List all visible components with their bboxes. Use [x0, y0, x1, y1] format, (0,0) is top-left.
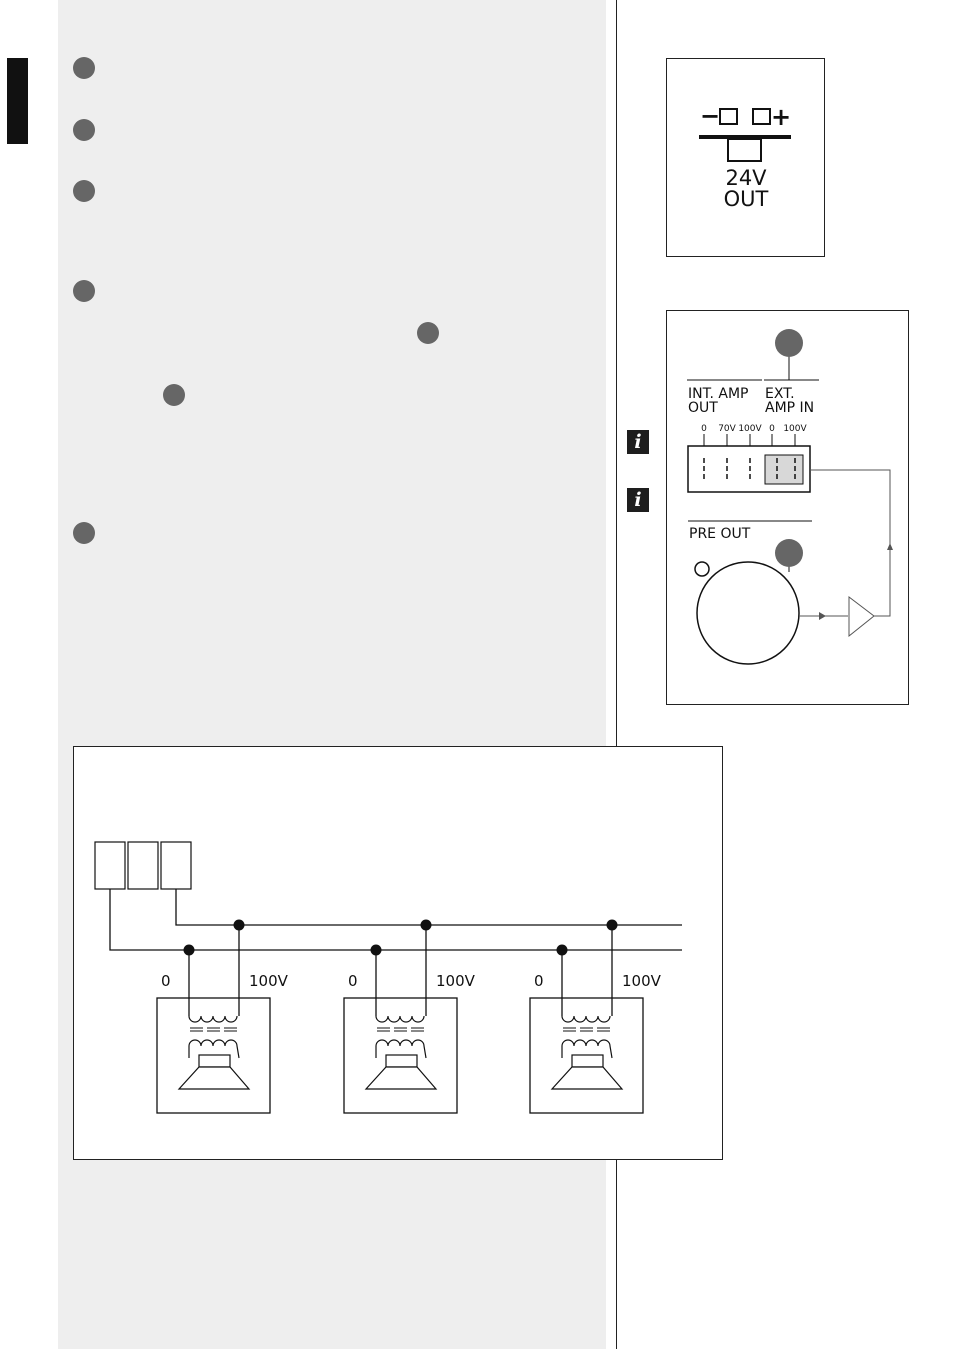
info-icon: i: [627, 430, 649, 454]
transformer-secondary-coil: [188, 1039, 240, 1059]
transformer-secondary-coil: [561, 1039, 613, 1059]
speaker-label-100v: 100V: [436, 972, 476, 990]
junction-dot: [370, 944, 382, 956]
language-tab-marker: [7, 58, 28, 144]
step-bullet: [73, 280, 95, 302]
int-amp-label: INT. AMP: [688, 386, 749, 402]
output-terminal: [94, 841, 126, 890]
junction-dot: [183, 944, 195, 956]
plus-sign: +: [771, 103, 791, 131]
transformer-primary-coil: [375, 1015, 425, 1023]
junction-dot: [233, 919, 245, 931]
terminal-label-0: 0: [701, 424, 707, 434]
speaker-magnet: [571, 1054, 604, 1068]
step-bullet: [73, 180, 95, 202]
output-terminal: [160, 841, 192, 890]
speaker-label-100v: 100V: [622, 972, 662, 990]
minus-sign: −: [700, 102, 720, 130]
inline-reference-bullet: [163, 384, 185, 406]
step-bullet: [73, 57, 95, 79]
speaker-label-0: 0: [534, 972, 544, 990]
speaker-label-0: 0: [348, 972, 358, 990]
terminal-label-ext-100v: 100V: [783, 424, 807, 434]
ext-amp-in-label: AMP IN: [765, 400, 814, 416]
terminal-connector: [727, 138, 762, 162]
speaker-cone: [550, 1066, 624, 1090]
output-terminal: [127, 841, 159, 890]
terminal-label-ext-0: 0: [769, 424, 775, 434]
amplifier-triangle: [848, 595, 875, 638]
negative-terminal: [719, 108, 738, 125]
ext-amp-in-highlight: [764, 454, 804, 485]
terminal-bar: [699, 135, 791, 139]
junction-dot: [556, 944, 568, 956]
column-divider: [616, 0, 617, 1349]
speaker-label-100v: 100V: [249, 972, 289, 990]
transformer-primary-coil: [561, 1015, 611, 1023]
inline-reference-bullet: [417, 322, 439, 344]
terminal-24v-out-figure: − + 24V OUT: [666, 58, 825, 257]
step-bullet: [73, 119, 95, 141]
int-amp-out-label: OUT: [688, 400, 718, 416]
speaker-cone: [364, 1066, 438, 1090]
speaker-magnet: [198, 1054, 231, 1068]
callout-bullet: [775, 539, 803, 567]
terminal-label-100v: 100V: [738, 424, 762, 434]
pre-out-jack: [696, 561, 800, 665]
transformer-primary-coil: [188, 1015, 238, 1023]
terminal-label-70v: 70V: [718, 424, 736, 434]
speaker-magnet: [385, 1054, 418, 1068]
positive-terminal: [752, 108, 771, 125]
speaker-wiring-diagram: 0 100V 0 100V 0 100V: [73, 746, 723, 1160]
amp-connection-figure: INT. AMP OUT EXT. AMP IN 0 70V 100V 0 10…: [666, 310, 909, 705]
step-bullet: [73, 522, 95, 544]
junction-dot: [606, 919, 618, 931]
junction-dot: [420, 919, 432, 931]
speaker-cone: [177, 1066, 251, 1090]
terminal-label-out: OUT: [724, 187, 769, 211]
terminal-label-24v: 24V: [725, 166, 767, 190]
info-icon: i: [627, 488, 649, 512]
pre-out-label: PRE OUT: [689, 526, 751, 542]
transformer-secondary-coil: [375, 1039, 427, 1059]
screw-hole: [694, 561, 710, 577]
ext-amp-label: EXT.: [765, 386, 795, 402]
callout-bullet: [775, 329, 803, 357]
speaker-label-0: 0: [161, 972, 171, 990]
